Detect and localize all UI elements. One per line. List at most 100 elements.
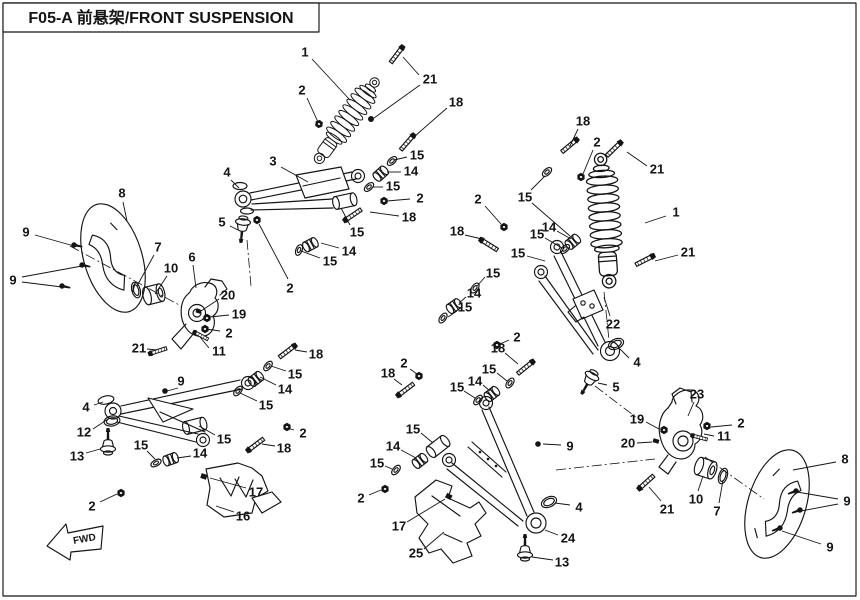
leader-line [259, 376, 277, 386]
leader-line [93, 401, 104, 406]
callout-18: 18 [309, 347, 323, 362]
leader-line [209, 477, 247, 489]
callout-18: 18 [450, 224, 464, 239]
callout-15: 15 [410, 148, 424, 163]
washer-20 [195, 308, 202, 314]
callout-2: 2 [357, 491, 364, 506]
callout-15: 15 [323, 254, 337, 269]
callout-15: 15 [458, 300, 472, 315]
callout-11: 11 [212, 344, 226, 359]
callout-21: 21 [681, 245, 695, 260]
nut-2 [253, 215, 261, 225]
fwd-arrow-shape [46, 523, 104, 561]
pivot-bore [108, 406, 118, 416]
callout-1: 1 [672, 205, 679, 220]
title-box [2, 2, 320, 33]
callout-2: 2 [737, 416, 744, 431]
callout-7: 7 [713, 504, 720, 519]
leader-line [320, 242, 340, 249]
leader-line [626, 151, 648, 167]
lower-tab [658, 454, 677, 475]
disc-guard-8 [68, 195, 158, 321]
leader-line [393, 378, 403, 386]
leader-line [146, 348, 158, 351]
leader-line [458, 296, 467, 304]
leader-line [420, 432, 434, 444]
nut-2 [117, 488, 125, 498]
bearing-10 [691, 455, 720, 481]
washer-4 [97, 395, 115, 405]
leader-line [703, 433, 715, 437]
leader-line [373, 84, 421, 119]
callout-4: 4 [633, 355, 641, 370]
leader-line [311, 58, 351, 101]
callout-9: 9 [566, 439, 573, 454]
callout-15: 15 [406, 422, 420, 437]
leader-line [176, 455, 192, 459]
callout-15: 15 [259, 398, 273, 413]
leader-line [645, 421, 660, 430]
washer-15 [149, 456, 163, 470]
ball-joint-13 [516, 533, 534, 562]
leader-line [476, 276, 486, 287]
bushing-housing [441, 452, 457, 468]
clip-17 [444, 492, 453, 501]
callout-2: 2 [298, 83, 305, 98]
lower-a-arm-right [381, 371, 559, 564]
leader-line [280, 166, 309, 183]
leader-line [619, 348, 630, 359]
leader-line [122, 201, 128, 222]
leader-line [531, 556, 554, 561]
callout-15: 15 [486, 266, 500, 281]
callout-22: 22 [606, 317, 620, 332]
callout-9: 9 [9, 273, 16, 288]
upper-a-arm-left [232, 130, 419, 257]
callout-5: 5 [218, 215, 225, 230]
leader-line [530, 175, 546, 191]
bolt-9 [162, 388, 168, 394]
leader-line [636, 441, 653, 444]
leader-line [400, 449, 417, 459]
callout-16: 16 [236, 509, 250, 524]
leader-line [261, 443, 276, 447]
callout-14: 14 [467, 286, 482, 301]
leader-line [306, 97, 319, 123]
knuckle-assembly-left [58, 195, 228, 358]
leader-line [340, 207, 351, 226]
pivot-cap [239, 207, 255, 215]
callout-13: 13 [70, 449, 84, 464]
leader-line [526, 255, 546, 262]
callout-15: 15 [134, 438, 148, 453]
arm-tube [446, 462, 524, 527]
leader-line [644, 215, 667, 224]
callout-2: 2 [474, 192, 481, 207]
washer-15 [471, 393, 485, 407]
bracket-hole [589, 303, 595, 309]
callout-20: 20 [221, 288, 235, 303]
coil-shock [583, 151, 626, 290]
leader-line [200, 298, 220, 312]
upper-a-arm-right [436, 222, 626, 399]
bolt-18 [276, 341, 300, 361]
ring-12 [102, 414, 122, 428]
callout-9: 9 [22, 225, 29, 240]
callout-4: 4 [575, 500, 583, 515]
leader-line [166, 387, 179, 392]
callout-2: 2 [286, 281, 293, 296]
callout-10: 10 [689, 492, 703, 507]
callout-9: 9 [177, 374, 184, 389]
bushing-14 [410, 451, 430, 471]
nut-2 [314, 118, 324, 130]
brace-hole [494, 464, 498, 468]
bolt-18 [515, 356, 538, 377]
callout-2: 2 [88, 499, 95, 514]
leader-line [463, 390, 476, 399]
callout-17: 17 [249, 485, 263, 500]
lower-a-arm-left [97, 341, 300, 518]
bolt-21 [634, 472, 657, 494]
callout-14: 14 [404, 164, 419, 179]
callout-25: 25 [409, 546, 423, 561]
leader-line [792, 461, 837, 471]
leader-line [85, 448, 101, 454]
